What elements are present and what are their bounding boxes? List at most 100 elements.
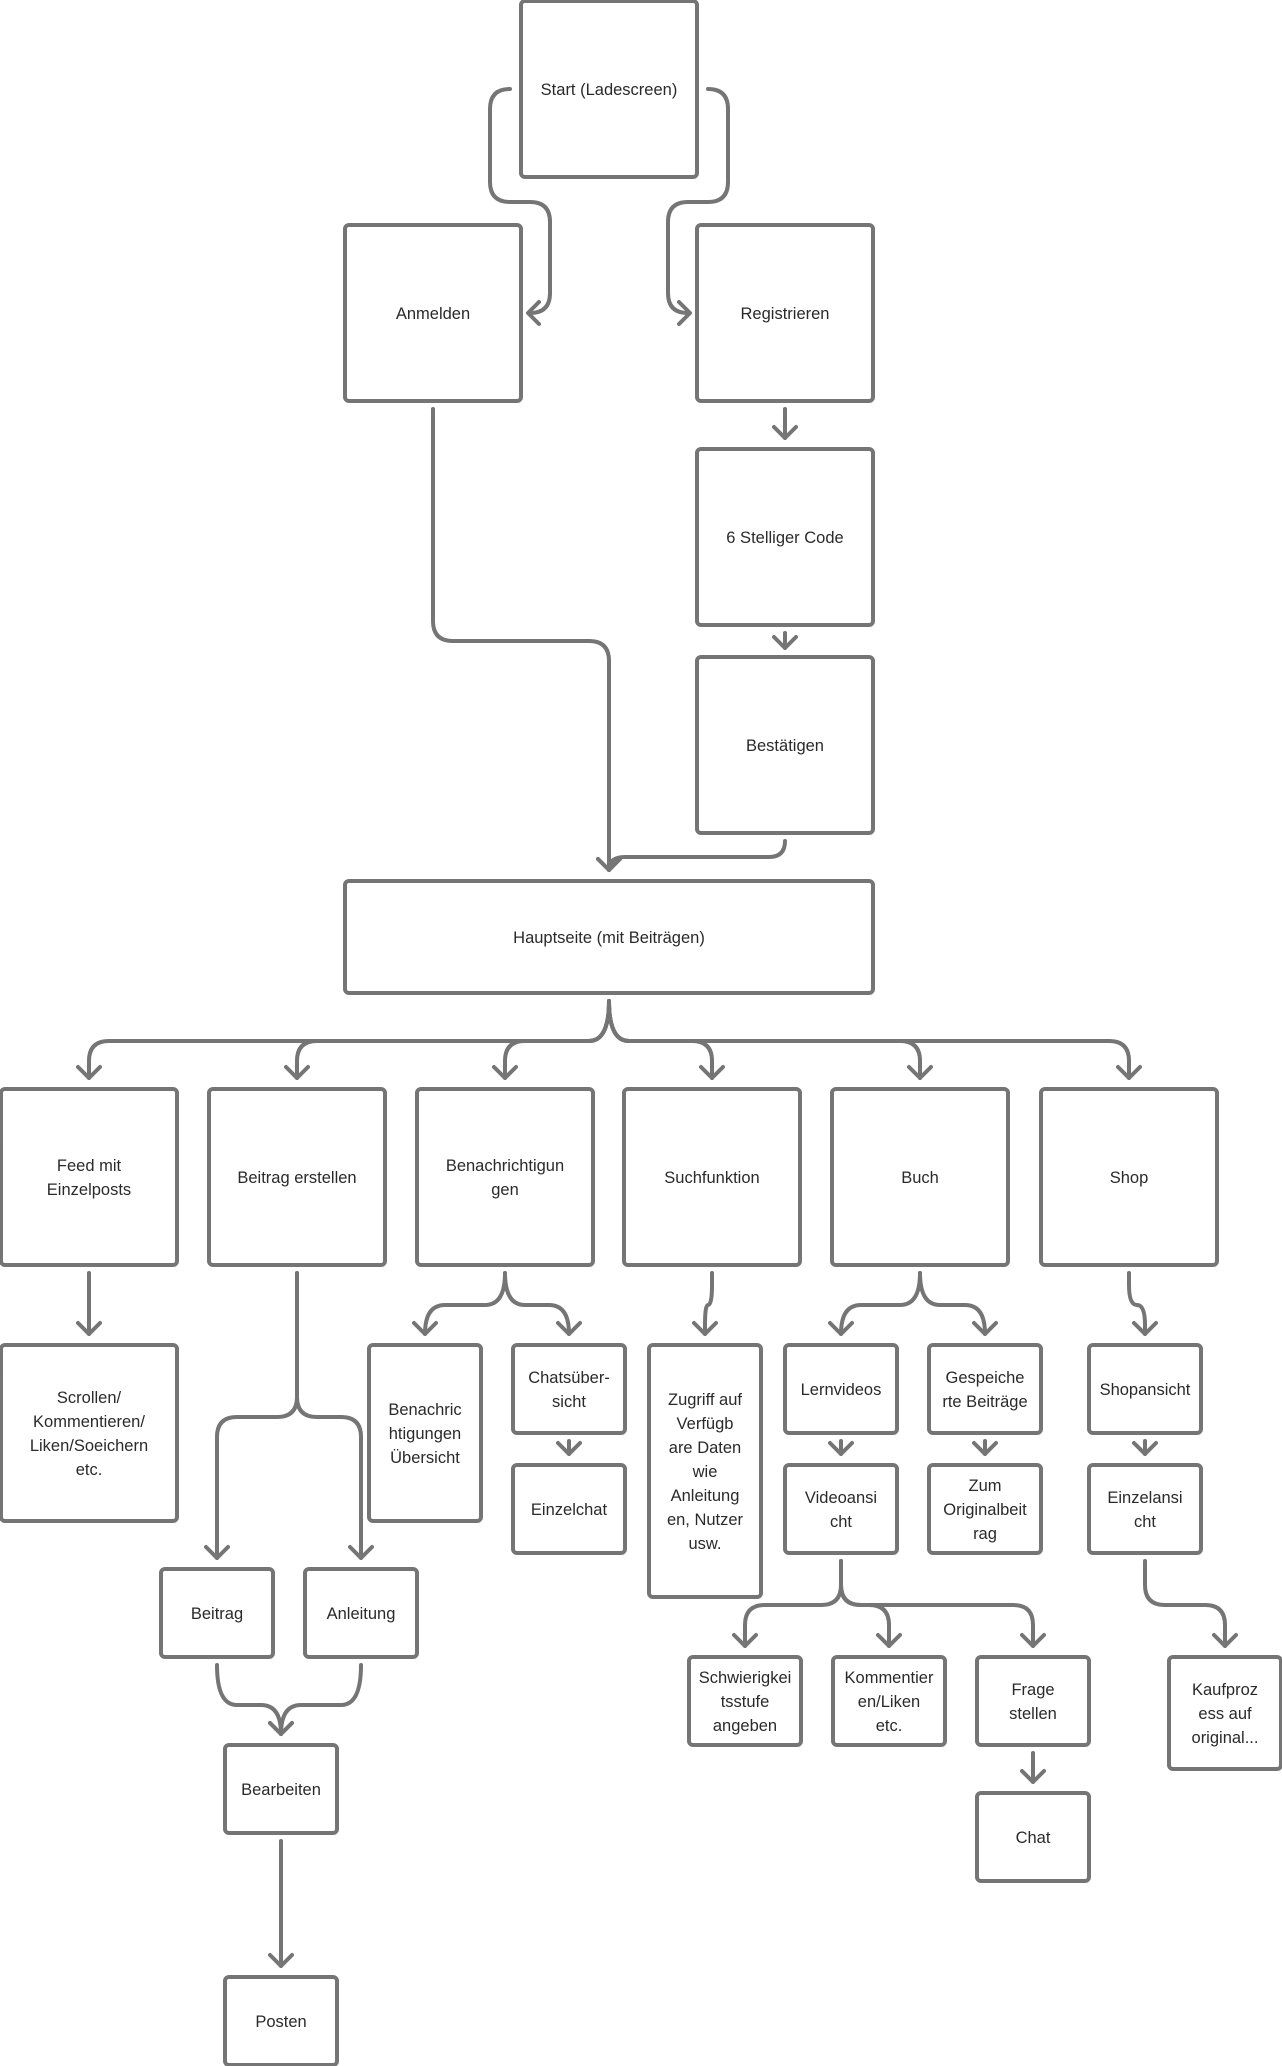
node-shopansicht: Shopansicht (1087, 1343, 1203, 1435)
node-label-zugriff: Anleitung (671, 1487, 740, 1505)
node-label-chatuebersicht: sicht (552, 1393, 586, 1411)
arrowhead-feed-to-scrollen (76, 1321, 102, 1336)
node-box-schwierigkeit (687, 1655, 803, 1747)
node-beitrag: Beitrag (159, 1567, 275, 1659)
node-label-schwierigkeit: angeben (713, 1717, 777, 1735)
node-label-anleitung: Anleitung (327, 1605, 396, 1623)
node-label-posten: Posten (255, 2013, 306, 2031)
node-label-kommentieren: Kommentier (845, 1669, 934, 1687)
node-label-originalbeitrag: Originalbeit (943, 1501, 1027, 1519)
edge-bestaetigen-to-hauptseite (607, 839, 787, 872)
arrowhead-hauptseite-to-benachrichtigungen (492, 1065, 518, 1080)
node-label-benachrichtigungen-uebersicht: htigungen (389, 1425, 462, 1443)
node-label-gespeicherte: Gespeiche (946, 1369, 1025, 1387)
node-box-code (695, 447, 875, 627)
node-label-kaufprozess: Kaufproz (1192, 1681, 1258, 1699)
node-bearbeiten: Bearbeiten (223, 1743, 339, 1835)
node-box-beitrag-erstellen (207, 1087, 387, 1267)
arrowhead-beitrag-erstellen-to-beitrag (204, 1545, 230, 1560)
node-box-anleitung (303, 1567, 419, 1659)
edge-hauptseite-to-shop (607, 999, 1131, 1080)
node-label-feed: Feed mit (57, 1157, 122, 1175)
node-bestaetigen: Bestätigen (695, 655, 875, 835)
node-label-kommentieren: etc. (876, 1717, 903, 1735)
node-scrollen: Scrollen/Kommentieren/Liken/Soeichernetc… (0, 1343, 179, 1523)
edge-einzelansicht-to-kaufprozess (1143, 1559, 1227, 1648)
node-box-lernvideos (783, 1343, 899, 1435)
arrowhead-registrieren-to-code (772, 425, 798, 440)
node-anmelden: Anmelden (343, 223, 523, 403)
node-label-kaufprozess: ess auf (1198, 1705, 1252, 1723)
arrowhead-bestaetigen-to-hauptseite (596, 857, 622, 872)
node-box-beitrag (159, 1567, 275, 1659)
edge-suchfunktion-to-zugriff (703, 1271, 714, 1336)
edge-benachrichtigungen-to-chatuebersicht (503, 1271, 571, 1336)
node-box-kommentieren (831, 1655, 947, 1747)
arrowhead-videoansicht-to-kommentieren (876, 1633, 902, 1648)
arrowhead-videoansicht-to-frage (1020, 1633, 1046, 1648)
arrowhead-chatuebersicht-to-einzelchat (556, 1441, 582, 1456)
node-label-hauptseite: Hauptseite (mit Beiträgen) (513, 929, 705, 947)
node-box-bestaetigen (695, 655, 875, 835)
node-label-benachrichtigungen-uebersicht: Benachric (388, 1401, 461, 1419)
edge-buch-to-gespeicherte (918, 1271, 987, 1336)
node-box-zugriff (647, 1343, 763, 1599)
arrowhead-hauptseite-to-beitrag-erstellen (284, 1065, 310, 1080)
node-box-chat (975, 1791, 1091, 1883)
arrowhead-hauptseite-to-shop (1116, 1065, 1142, 1080)
node-box-feed (0, 1087, 179, 1267)
node-label-anmelden: Anmelden (396, 305, 470, 323)
edge-anleitung-to-bearbeiten (279, 1663, 363, 1736)
node-label-zugriff: wie (692, 1463, 718, 1481)
arrowhead-frage-to-chat (1020, 1769, 1046, 1784)
node-chatuebersicht: Chatsüber-sicht (511, 1343, 627, 1435)
node-registrieren: Registrieren (695, 223, 875, 403)
edge-start-to-registrieren (666, 87, 730, 315)
node-kaufprozess: Kaufproz ess auf original... (1167, 1655, 1282, 1771)
arrowhead-beitrag-erstellen-to-anleitung (348, 1545, 374, 1560)
node-label-shop: Shop (1110, 1169, 1149, 1187)
node-label-buch: Buch (901, 1169, 939, 1187)
node-box-benachrichtigungen-uebersicht (367, 1343, 483, 1523)
edge-beitrag-erstellen-to-anleitung (295, 1271, 363, 1560)
node-box-gespeicherte (927, 1343, 1043, 1435)
node-einzelchat: Einzelchat (511, 1463, 627, 1555)
node-gespeicherte: Gespeiche rte Beiträge (927, 1343, 1043, 1435)
node-suchfunktion: Suchfunktion (622, 1087, 802, 1267)
node-label-benachrichtigungen: gen (491, 1181, 519, 1199)
arrowhead-benachrichtigungen-to-benachrichtigungen-uebersicht (412, 1321, 438, 1336)
arrowhead-buch-to-lernvideos (828, 1321, 854, 1336)
arrowhead-suchfunktion-to-zugriff (692, 1321, 718, 1336)
arrowhead-hauptseite-to-buch (907, 1065, 933, 1080)
node-label-originalbeitrag: rag (973, 1525, 997, 1543)
node-label-gespeicherte: rte Beiträge (942, 1393, 1027, 1411)
node-label-benachrichtigungen-uebersicht: Übersicht (390, 1449, 460, 1467)
node-label-kaufprozess: original... (1192, 1729, 1259, 1747)
node-label-einzelansicht: Einzelansi (1107, 1489, 1182, 1507)
arrowhead-shopansicht-to-einzelansicht (1132, 1441, 1158, 1456)
node-box-hauptseite (343, 879, 875, 995)
node-chat: Chat (975, 1791, 1091, 1883)
node-box-registrieren (695, 223, 875, 403)
node-hauptseite: Hauptseite (mit Beiträgen) (343, 879, 875, 995)
node-start: Start (Ladescreen) (519, 0, 699, 179)
edge-anmelden-to-hauptseite (431, 407, 611, 872)
node-shop: Shop (1039, 1087, 1219, 1267)
edge-beitrag-erstellen-to-beitrag (215, 1271, 299, 1560)
node-beitrag-erstellen: Beitrag erstellen (207, 1087, 387, 1267)
node-label-chatuebersicht: Chatsüber- (528, 1369, 610, 1387)
node-box-benachrichtigungen (415, 1087, 595, 1267)
node-label-bestaetigen: Bestätigen (746, 737, 824, 755)
node-box-shop (1039, 1087, 1219, 1267)
node-box-bearbeiten (223, 1743, 339, 1835)
node-label-einzelansicht: cht (1134, 1513, 1156, 1531)
node-posten: Posten (223, 1975, 339, 2066)
